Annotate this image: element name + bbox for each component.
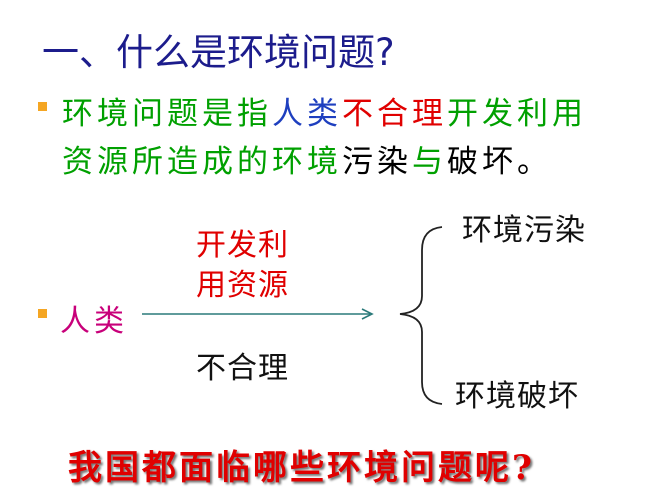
bullet-marker — [38, 102, 47, 111]
definition-text-pollution: 污染 — [342, 144, 412, 180]
definition-line-1: 环境问题是指人类不合理开发利用 — [62, 88, 587, 133]
curly-brace-icon — [399, 226, 443, 405]
definition-text-unreasonable: 不合理 — [342, 96, 447, 132]
definition-text-damage: 破坏 — [447, 144, 517, 180]
definition-text: 环境问题是指 — [62, 96, 272, 132]
definition-text: 与 — [412, 144, 447, 180]
diagram-source-people: 人类 — [60, 304, 128, 339]
bullet-marker — [38, 309, 47, 318]
diagram-result-damage: 环境破坏 — [455, 379, 579, 414]
arrow-right-icon — [142, 308, 374, 320]
definition-text: 资源所造成的环境 — [62, 144, 342, 180]
diagram-label-develop-1: 开发利 — [196, 228, 289, 263]
diagram-result-pollution: 环境污染 — [462, 213, 586, 248]
diagram-label-develop-2: 用资源 — [196, 268, 289, 303]
definition-text-period: 。 — [517, 144, 552, 180]
page-title: 一、什么是环境问题? — [42, 31, 395, 74]
definition-text-people: 人类 — [272, 96, 342, 132]
definition-line-2: 资源所造成的环境污染与破坏。 — [62, 136, 552, 181]
closing-question: 我国都面临哪些环境问题呢? — [68, 448, 535, 488]
definition-text: 开发利用 — [447, 96, 587, 132]
diagram-label-unreasonable: 不合理 — [196, 351, 289, 386]
